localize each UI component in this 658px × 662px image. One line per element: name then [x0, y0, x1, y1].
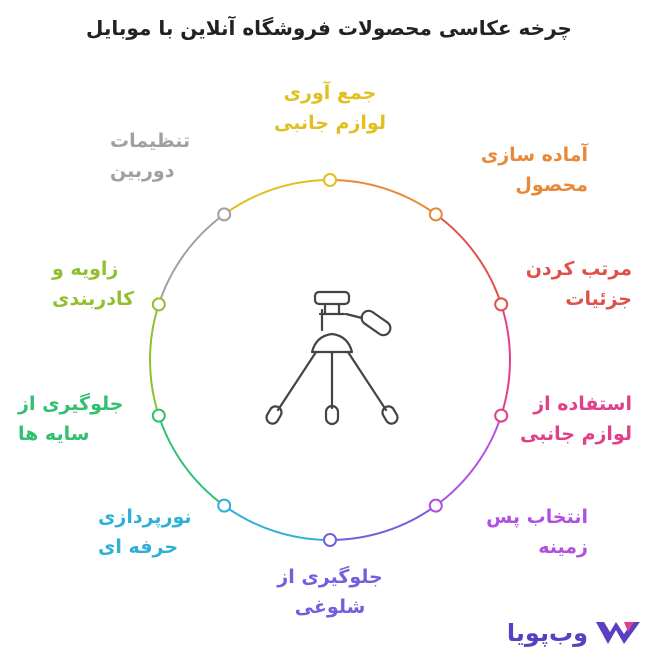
step-label: استفاده از لوازم جانبی — [520, 389, 632, 449]
step-label: جلوگیری از سایه ها — [18, 389, 123, 449]
cycle-arc — [329, 179, 437, 216]
cycle-node — [217, 498, 232, 513]
step-line-2: لوازم جانبی — [274, 112, 386, 134]
step-line-1: جلوگیری از — [18, 393, 124, 415]
step-line-1: زاویه و — [52, 258, 119, 280]
cycle-arc — [157, 213, 225, 305]
step-label: مرتب کردن جزئیات — [526, 254, 632, 314]
step-label: انتخاب پس زمینه — [486, 502, 588, 562]
cycle-node — [217, 207, 232, 222]
cycle-nodes — [151, 173, 509, 547]
cycle-arc — [223, 504, 331, 541]
step-label: جلوگیری از شلوغی — [230, 562, 430, 622]
cycle-node — [151, 408, 166, 423]
step-line-2: لوازم جانبی — [520, 423, 632, 445]
step-line-1: جلوگیری از — [277, 566, 383, 588]
cycle-arc — [435, 213, 503, 305]
step-label: تنظیمات دوربین — [110, 126, 190, 186]
step-label: نورپردازی حرفه ای — [98, 502, 192, 562]
step-line-2: حرفه ای — [98, 536, 179, 558]
brand-logo: وب‌پویا — [507, 618, 644, 648]
step-line-1: آماده سازی — [480, 144, 588, 166]
step-line-1: مرتب کردن — [525, 258, 632, 280]
cycle-node — [428, 498, 443, 513]
cycle-node — [323, 173, 337, 187]
cycle-ring — [149, 179, 511, 541]
step-line-2: شلوغی — [294, 596, 366, 618]
cycle-node — [151, 297, 166, 312]
cycle-arc — [435, 415, 503, 507]
step-line-1: جمع آوری — [283, 82, 377, 104]
step-line-2: محصول — [515, 174, 588, 196]
step-line-1: نورپردازی — [98, 506, 192, 528]
tripod-icon — [265, 290, 399, 426]
step-line-1: انتخاب پس — [486, 506, 588, 528]
cycle-arc — [500, 304, 511, 416]
step-line-2: سایه ها — [18, 423, 90, 445]
webpouya-logo-icon — [596, 622, 640, 644]
diagram-title: چرخه عکاسی محصولات فروشگاه آنلاین با موب… — [86, 16, 572, 40]
step-line-1: استفاده از — [533, 393, 632, 415]
cycle-node — [323, 533, 337, 547]
step-line-2: کادربندی — [52, 288, 135, 310]
step-line-2: دوربین — [110, 160, 175, 182]
cycle-node — [494, 408, 509, 423]
step-label: جمع آوری لوازم جانبی — [230, 78, 430, 138]
step-label: آماده سازی محصول — [481, 140, 588, 200]
step-line-2: جزئیات — [565, 288, 632, 310]
cycle-arc — [149, 304, 160, 416]
step-label: زاویه و کادربندی — [52, 254, 134, 314]
cycle-node — [494, 297, 509, 312]
cycle-arc — [157, 415, 225, 507]
logo-text: وب‌پویا — [506, 619, 588, 647]
cycle-node — [428, 207, 443, 222]
cycle-arc — [329, 504, 437, 541]
cycle-arc — [223, 179, 331, 216]
step-line-2: زمینه — [538, 536, 588, 558]
step-line-1: تنظیمات — [110, 130, 191, 152]
